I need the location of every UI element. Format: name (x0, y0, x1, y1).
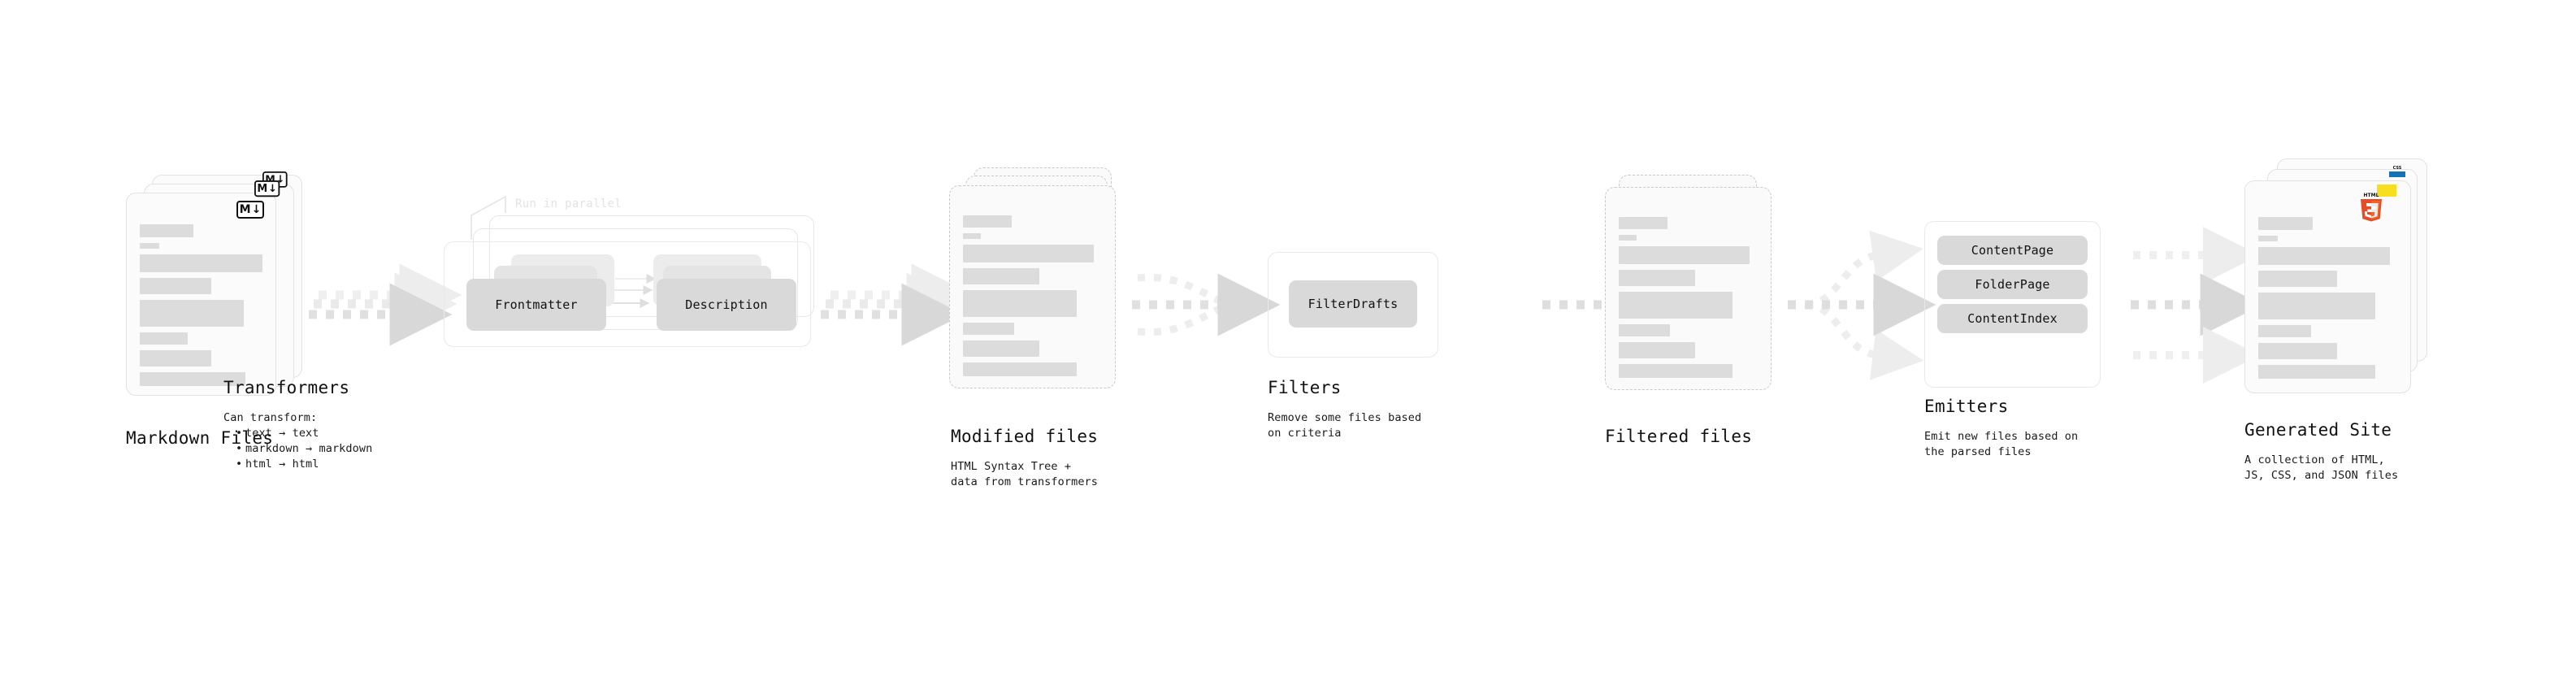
markdown-card-front (126, 193, 276, 396)
frontmatter-pill[interactable]: Frontmatter (466, 279, 606, 331)
modified-files-subtitle: HTML Syntax Tree + data from transformer… (951, 460, 1099, 488)
markdown-badge-arrow-icon: ↓ (268, 182, 277, 195)
transformers-group: Frontmatter Description (444, 203, 817, 366)
folderpage-pill[interactable]: FolderPage (1937, 270, 2088, 299)
transformers-title: Transformers (223, 378, 350, 397)
generated-site-subtitle: A collection of HTML, JS, CSS, and JSON … (2244, 453, 2399, 482)
modified-files-title: Modified files (951, 427, 1099, 446)
markdown-card-bars (140, 208, 262, 392)
description-pill[interactable]: Description (657, 279, 796, 331)
description-pill-label: Description (685, 297, 768, 312)
arrow-markdown-to-transformers (309, 263, 462, 346)
contentindex-pill-label: ContentIndex (1967, 311, 2058, 326)
frontmatter-pill-label: Frontmatter (495, 297, 578, 312)
modified-card-front (949, 185, 1116, 388)
markdown-files-stack: M ↓ M ↓ M ↓ (126, 171, 309, 419)
filtered-card-bars (1619, 202, 1758, 384)
markdown-badge-arrow-icon: ↓ (251, 203, 262, 216)
transformers-bullets: text → text markdown → markdown html → h… (234, 426, 372, 472)
css-badge-label: CSS (2392, 166, 2402, 171)
folderpage-pill-label: FolderPage (1975, 277, 2050, 292)
generated-site-title: Generated Site (2244, 420, 2392, 440)
html5-shield-icon: HTML (2361, 193, 2382, 222)
run-in-parallel-note: Run in parallel (515, 197, 622, 210)
transformers-box-front (444, 241, 811, 347)
modified-card-bars (963, 201, 1102, 382)
transformers-box-back (489, 215, 814, 317)
emitters-title: Emitters (1924, 397, 2009, 416)
contentindex-pill[interactable]: ContentIndex (1937, 304, 2088, 333)
markdown-badge-arrow-icon: ↓ (275, 173, 285, 186)
transformers-bullet-item: html → html (236, 457, 372, 472)
filterdrafts-pill[interactable]: FilterDrafts (1289, 280, 1417, 327)
filters-title: Filters (1268, 378, 1342, 397)
arrow-transformers-to-modified (821, 263, 974, 346)
contentpage-pill[interactable]: ContentPage (1937, 236, 2088, 265)
emitters-subtitle: Emit new files based on the parsed files (1924, 430, 2079, 458)
markdown-badge-letter: M (239, 203, 251, 216)
markdown-badge-letter: M (257, 182, 268, 195)
arrow-modified-to-filters (1132, 273, 1281, 336)
filters-box (1268, 252, 1438, 358)
emitters-box (1924, 221, 2101, 388)
filtered-files-stack (1594, 175, 1781, 427)
site-card-front (2244, 180, 2411, 393)
transformers-subtitle: Can transform: (223, 411, 318, 424)
markdown-badge-mid: M ↓ (254, 180, 280, 197)
transformers-bullet-item: text → text (236, 426, 372, 441)
modified-files-stack (949, 167, 1136, 419)
contentpage-pill-label: ContentPage (1971, 243, 2054, 258)
css-badge: CSS (2389, 166, 2405, 177)
arrow-filtered-to-emitters (1788, 230, 1936, 380)
svg-text:HTML: HTML (2364, 193, 2379, 198)
js-badge (2377, 184, 2396, 197)
markdown-badge-front: M ↓ (236, 201, 264, 219)
generated-site-stack: CSS HTML (2244, 158, 2435, 419)
filtered-files-title: Filtered files (1605, 427, 1753, 446)
filterdrafts-pill-label: FilterDrafts (1308, 297, 1399, 311)
transformers-bullet-item: markdown → markdown (236, 441, 372, 457)
filters-subtitle: Remove some files based on criteria (1268, 411, 1422, 440)
filtered-card-front (1605, 187, 1772, 390)
arrow-emitters-to-site (2131, 227, 2263, 384)
html5-badge: HTML (2358, 191, 2384, 222)
site-card-bars (2258, 196, 2397, 384)
